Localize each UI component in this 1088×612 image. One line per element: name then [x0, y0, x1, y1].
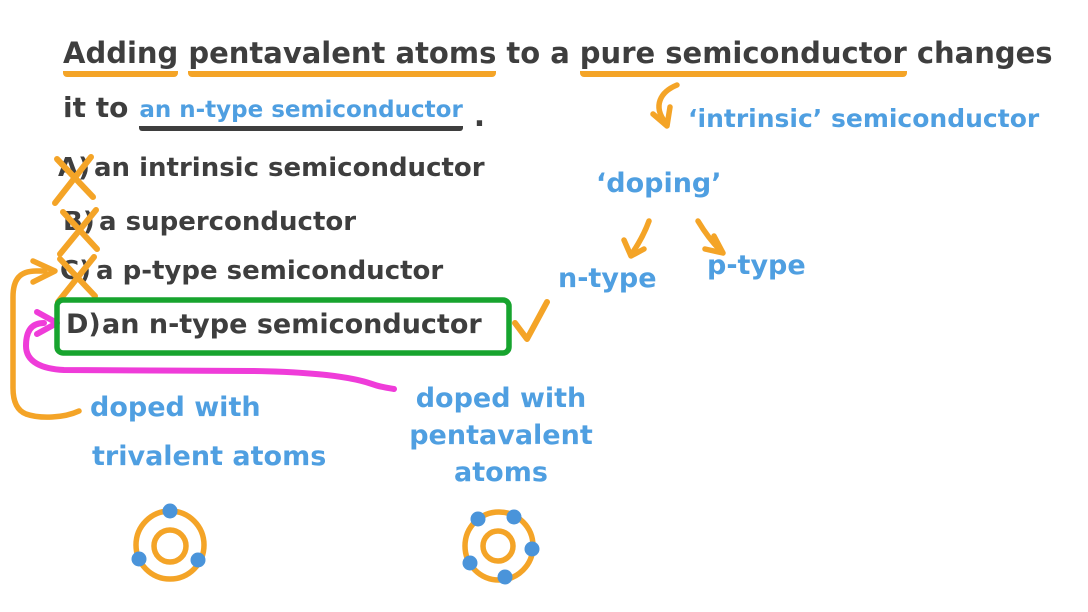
electron-dot — [190, 552, 206, 568]
question-line2-prefix: it to — [63, 91, 129, 124]
option-d-row: D) an n-type semiconductor — [66, 309, 482, 340]
checkmark-icon — [512, 299, 550, 342]
electron-dot — [470, 511, 486, 527]
option-a-letter: A) — [58, 153, 91, 183]
pentavalent-note-line1: doped with — [415, 383, 587, 414]
option-d-letter: D) — [66, 309, 101, 340]
pentavalent-note: doped with pentavalent atoms — [393, 380, 609, 491]
option-c-label: a p-type semiconductor — [96, 256, 444, 286]
option-c-letter: C) — [60, 256, 91, 286]
n-type-note: n-type — [558, 263, 657, 294]
option-c-row: C) a p-type semiconductor — [60, 256, 443, 286]
hook-arrow-icon — [650, 82, 680, 129]
electron-dot — [462, 555, 478, 571]
pentavalent-atom-diagram — [462, 509, 540, 585]
doping-note: ‘doping’ — [596, 168, 722, 199]
option-a-label: an intrinsic semiconductor — [94, 153, 485, 183]
option-d-label: an n-type semiconductor — [102, 309, 482, 340]
question-phrase-to-a: to a — [506, 36, 570, 70]
question-word-adding: Adding — [63, 36, 179, 77]
option-b-row: B) a superconductor — [63, 207, 356, 237]
question-word-changes: changes — [916, 36, 1053, 70]
intrinsic-semiconductor-note: ‘intrinsic’ semiconductor — [688, 104, 1040, 133]
doping-n-type-arrow-icon — [621, 218, 652, 259]
question-phrase-pentavalent-atoms: pentavalent atoms — [188, 36, 497, 77]
option-b-label: a superconductor — [99, 207, 357, 237]
question-phrase-pure-semiconductor: pure semiconductor — [579, 36, 907, 77]
pentavalent-note-line3: atoms — [454, 457, 548, 488]
electron-dot — [131, 551, 147, 567]
electron-dot — [506, 509, 522, 525]
answer-blank-filled: an n-type semiconductor — [139, 97, 463, 131]
option-a-row: A) an intrinsic semiconductor — [58, 153, 485, 183]
electron-dot — [162, 503, 178, 519]
trivalent-note-line1: doped with — [90, 392, 261, 423]
question-line2: it to an n-type semiconductor . — [63, 90, 486, 134]
doping-p-type-arrow-icon — [695, 218, 726, 256]
p-type-note: p-type — [707, 250, 806, 281]
trivalent-note-line2: trivalent atoms — [92, 441, 327, 472]
trivalent-atom-diagram — [131, 503, 207, 582]
electron-dot — [497, 569, 513, 585]
sentence-period: . — [473, 99, 486, 134]
electron-dot — [524, 541, 540, 557]
option-b-letter: B) — [63, 207, 95, 237]
pentavalent-note-line2: pentavalent — [409, 420, 593, 451]
